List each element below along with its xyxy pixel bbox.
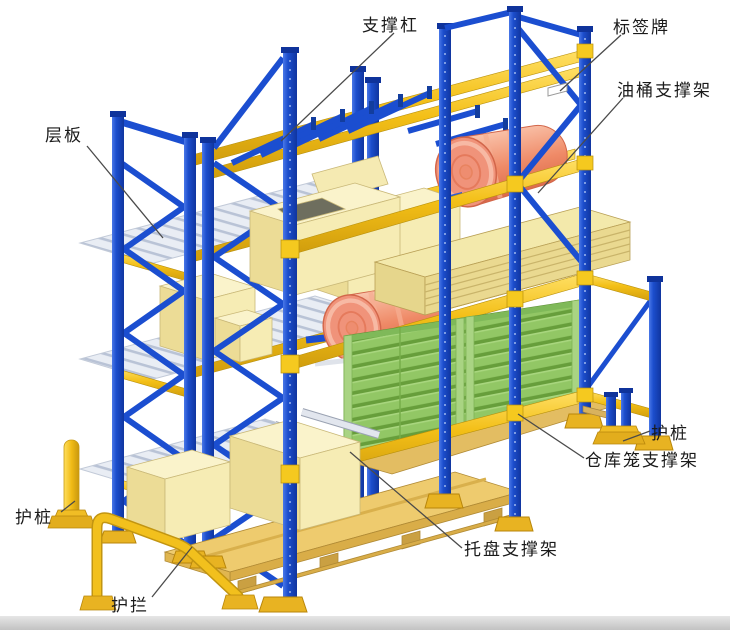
label-support-bar: 支撑杠 (362, 16, 419, 35)
label-cage-support: 仓库笼支撑架 (585, 451, 699, 470)
label-shelf-panel: 层板 (45, 126, 83, 145)
right-end-frame (513, 13, 663, 440)
front-posts (281, 6, 593, 600)
label-guard-post-left: 护桩 (15, 508, 53, 527)
label-guard-rail: 护拦 (111, 596, 149, 615)
tag-plate-marker (547, 82, 568, 97)
sheet-stack (373, 206, 632, 316)
ground-strip (0, 616, 730, 630)
leader-lines (60, 32, 651, 598)
label-drum-support: 油桶支撑架 (617, 81, 712, 100)
support-bars (230, 86, 508, 166)
pallet-boxes (125, 419, 362, 543)
label-tag-plate: 标签牌 (613, 18, 670, 37)
right-guard-posts (582, 388, 646, 445)
base-plates (99, 413, 674, 613)
label-pallet-support: 托盘支撑架 (464, 540, 559, 559)
label-guard-post-right: 护桩 (651, 424, 689, 443)
left-bollard (47, 439, 96, 529)
junction-plates (280, 43, 594, 484)
